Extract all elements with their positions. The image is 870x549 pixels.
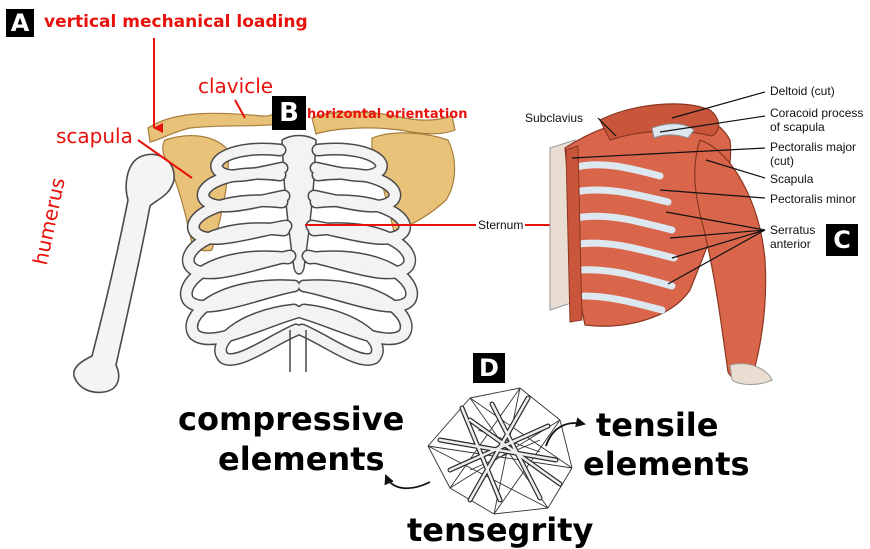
coracoid-label-1: Coracoid process: [770, 106, 863, 120]
scapula-label: scapula: [56, 124, 133, 148]
skeleton-illustration: [74, 106, 455, 392]
left-clavicle: [148, 106, 290, 142]
serratus-label-2: anterior: [770, 237, 811, 251]
arm-muscle: [695, 140, 766, 381]
subclavius-label: Subclavius: [525, 111, 583, 125]
deltoid-label: Deltoid (cut): [770, 84, 835, 98]
scapula-muscle-label: Scapula: [770, 172, 813, 186]
panel-b-badge: B: [272, 96, 306, 130]
panel-a-badge: A: [6, 9, 34, 37]
pectoralis-major-label-2: (cut): [770, 154, 794, 168]
panel-c-badge: C: [826, 224, 858, 256]
sternum-label: Sternum: [476, 218, 525, 232]
tensile-label-2: elements: [583, 445, 750, 483]
tensegrity-label: tensegrity: [407, 511, 593, 549]
tensile-label-1: tensile: [596, 406, 718, 444]
clavicle-label: clavicle: [198, 74, 273, 98]
serratus-label-1: Serratus: [770, 223, 815, 237]
pectoralis-major-label-1: Pectoralis major: [770, 140, 856, 154]
humerus-bone: [74, 154, 174, 392]
compressive-label-2: elements: [218, 440, 385, 478]
coracoid-label-2: of scapula: [770, 120, 825, 134]
compressive-label-1: compressive: [178, 400, 404, 438]
panel-d-badge: D: [473, 353, 505, 383]
tensegrity-structure: [428, 388, 572, 514]
vertical-loading-label: vertical mechanical loading: [44, 12, 308, 32]
horizontal-orientation-label: horizontal orientation: [307, 107, 468, 123]
elbow-skin: [730, 364, 772, 385]
pectoralis-minor-label: Pectoralis minor: [770, 192, 856, 206]
